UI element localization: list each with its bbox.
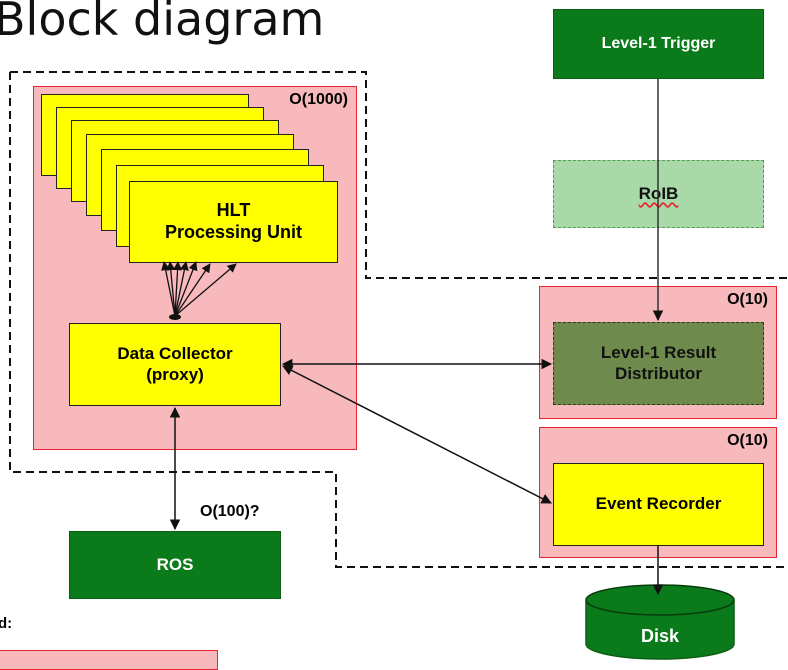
roib-label: RoIB [638,183,679,203]
level1-trigger-box: Level-1 Trigger [553,9,764,79]
disk-cylinder [585,584,735,660]
disk-label: Disk [640,626,680,647]
legend-swatch [0,650,218,670]
hlt-group-count: O(1000) [289,91,348,108]
distributor-group-count: O(10) [727,291,768,308]
data-collector-box: Data Collector (proxy) [69,323,281,406]
result-distributor-box: Level-1 Result Distributor [553,322,764,405]
roib-box: RoIB [553,160,764,228]
legend-heading: d: [0,615,13,632]
recorder-group-count: O(10) [727,432,768,449]
event-recorder-box: Event Recorder [553,463,764,546]
ros-box: ROS [69,531,281,599]
ros-link-count: O(100)? [200,503,260,520]
page-title: Block diagram [0,0,325,46]
hlt-processing-unit: HLT Processing Unit [129,181,338,263]
